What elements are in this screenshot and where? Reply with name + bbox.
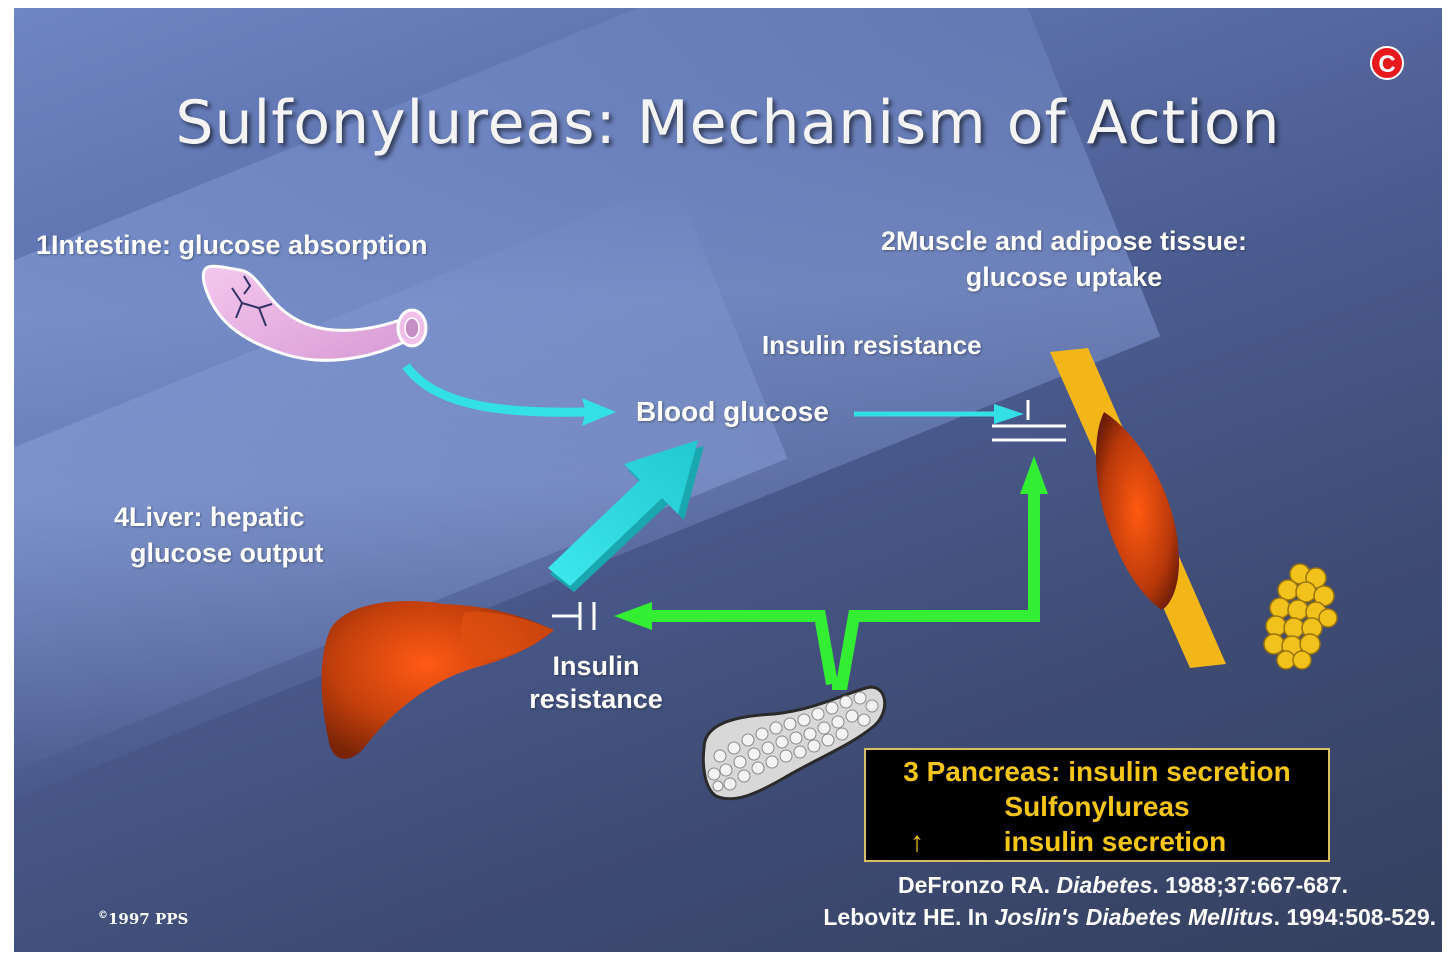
intestine-icon [203, 266, 426, 360]
inhibition-symbol-liver [552, 602, 594, 630]
reference-2-journal: Joslin's Diabetes Mellitus [995, 904, 1274, 930]
pancreas-box-line2: Sulfonylureas [866, 791, 1328, 823]
pancreas-box-line3: insulin secretion [884, 826, 1346, 858]
muscle-icon [1050, 348, 1226, 668]
insulin-resistance-top-label: Insulin resistance [762, 330, 982, 361]
reference-1: DeFronzo RA. Diabetes. 1988;37:667-687. [714, 872, 1348, 899]
pancreas-icon [703, 687, 884, 799]
hepatic-output-arrow [548, 440, 704, 592]
copyright-text: 1997 PPS [108, 910, 188, 928]
copyright-footer: ©1997 PPS [98, 910, 188, 928]
pancreas-info-box: 3 Pancreas: insulin secretion Sulfonylur… [864, 748, 1330, 862]
insulin-resistance-bottom-line1: Insulin [514, 651, 678, 682]
absorption-arrow [406, 366, 616, 426]
slide-title: Sulfonylureas: Mechanism of Action [14, 88, 1442, 158]
blood-glucose-label: Blood glucose [636, 396, 829, 428]
copyright-symbol: © [98, 910, 108, 921]
reference-2-details: . 1994:508-529. [1274, 904, 1436, 930]
fat-cells-icon [1264, 564, 1337, 669]
pancreas-box-line1: 3 Pancreas: insulin secretion [866, 756, 1328, 788]
intestine-label: 1Intestine: glucose absorption [36, 230, 428, 261]
reference-1-author: DeFronzo RA. [898, 872, 1056, 898]
reference-1-details: . 1988;37:667-687. [1152, 872, 1348, 898]
insulin-resistance-bottom-line2: resistance [514, 684, 678, 715]
uptake-arrow [854, 404, 1024, 424]
reference-1-journal: Diabetes [1056, 872, 1152, 898]
muscle-label-line2: glucose uptake [854, 262, 1274, 293]
reference-2-author: Lebovitz HE. In [823, 904, 994, 930]
liver-label-line1: 4Liver: hepatic [114, 502, 305, 533]
copyright-badge: C [1370, 46, 1404, 80]
muscle-label-line1: 2Muscle and adipose tissue: [854, 226, 1274, 257]
reference-2: Lebovitz HE. In Joslin's Diabetes Mellit… [714, 904, 1436, 931]
liver-label-line2: glucose output [130, 538, 323, 569]
slide: C Sulfonylureas: Mechanism of Action 1In… [14, 8, 1442, 952]
